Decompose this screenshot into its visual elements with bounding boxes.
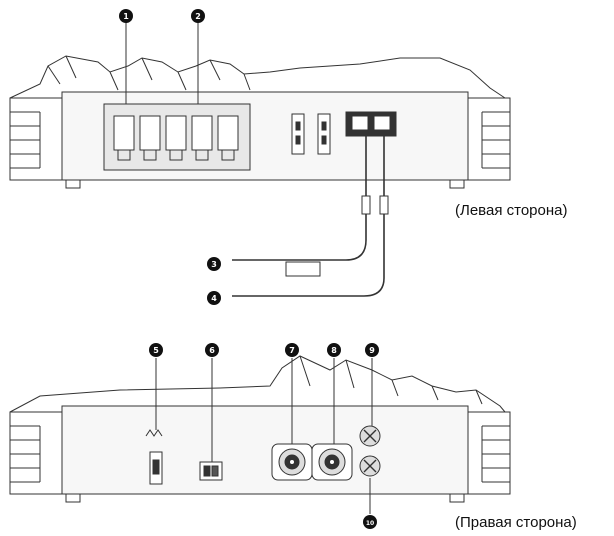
callout-6: 6 [205, 343, 219, 462]
svg-text:1: 1 [123, 12, 129, 21]
control-knob-bottom [359, 455, 381, 477]
foot [449, 179, 465, 189]
fuse-holders [291, 113, 331, 155]
amp-body [61, 405, 469, 495]
svg-text:3: 3 [211, 260, 217, 269]
callout-10: 10 [363, 515, 377, 529]
wire-clip [285, 261, 321, 277]
callout-4: 4 [207, 291, 221, 305]
callout-1: 1 [119, 9, 133, 104]
callout-3: 3 [207, 257, 221, 271]
wire-ground [232, 136, 385, 297]
svg-text:8: 8 [331, 346, 337, 355]
amplifier-right-side-view [9, 355, 511, 514]
left-side-label: (Левая сторона) [455, 202, 568, 219]
amplifier-left-side-view [9, 55, 511, 189]
rca-input-2 [311, 443, 353, 481]
left-end-fins [9, 411, 63, 495]
right-end-fins [467, 411, 511, 495]
svg-text:2: 2 [195, 12, 201, 21]
svg-text:6: 6 [209, 346, 215, 355]
callout-5: 5 [149, 343, 163, 430]
left-end-fins [9, 97, 63, 181]
heatsink-top-outline [9, 355, 506, 413]
heatsink-fin-ridges [47, 55, 251, 91]
wire-plus-12v [232, 136, 367, 261]
foot [449, 493, 465, 503]
right-end-fins [467, 97, 511, 181]
svg-text:9: 9 [369, 346, 375, 355]
level-switch [145, 429, 163, 485]
rca-input-1 [271, 443, 313, 481]
foot [65, 493, 81, 503]
foot [65, 179, 81, 189]
speaker-terminals [113, 115, 239, 161]
callout-8: 8 [327, 343, 341, 444]
svg-text:10: 10 [366, 520, 374, 527]
callout-2: 2 [191, 9, 205, 104]
power-wires [232, 136, 389, 297]
svg-text:5: 5 [153, 346, 159, 355]
right-side-label: (Правая сторона) [455, 514, 577, 531]
callout-7: 7 [285, 343, 299, 444]
svg-text:7: 7 [289, 346, 295, 355]
svg-text:4: 4 [211, 294, 217, 303]
heatsink-fin-ridges [299, 355, 483, 405]
callout-9: 9 [365, 343, 379, 426]
mode-switch [199, 461, 223, 481]
callout-badges: 1 2 3 4 5 6 7 [119, 9, 379, 529]
control-knob-top [359, 425, 381, 447]
